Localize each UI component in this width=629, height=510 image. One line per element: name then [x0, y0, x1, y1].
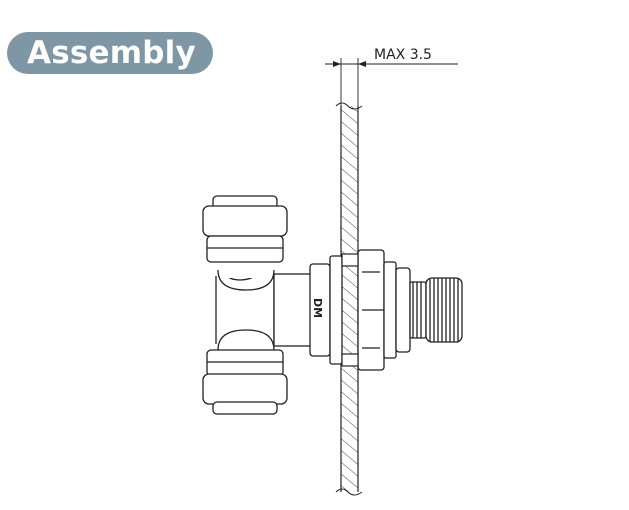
bulkhead-connector: [309, 249, 397, 371]
lower-collet: [202, 349, 288, 415]
panel-washer: [341, 253, 359, 367]
knurled-cap: [425, 277, 463, 343]
section-title: Assembly: [27, 35, 196, 71]
upper-collet: [202, 195, 288, 263]
section-title-badge: Assembly: [7, 32, 213, 74]
lock-nut: [395, 267, 427, 353]
dimension-max-thickness: MAX 3.5: [325, 47, 458, 106]
tee-fitting: [215, 257, 313, 351]
dimension-label: MAX 3.5: [374, 47, 432, 63]
body-marking: DM: [311, 298, 324, 318]
